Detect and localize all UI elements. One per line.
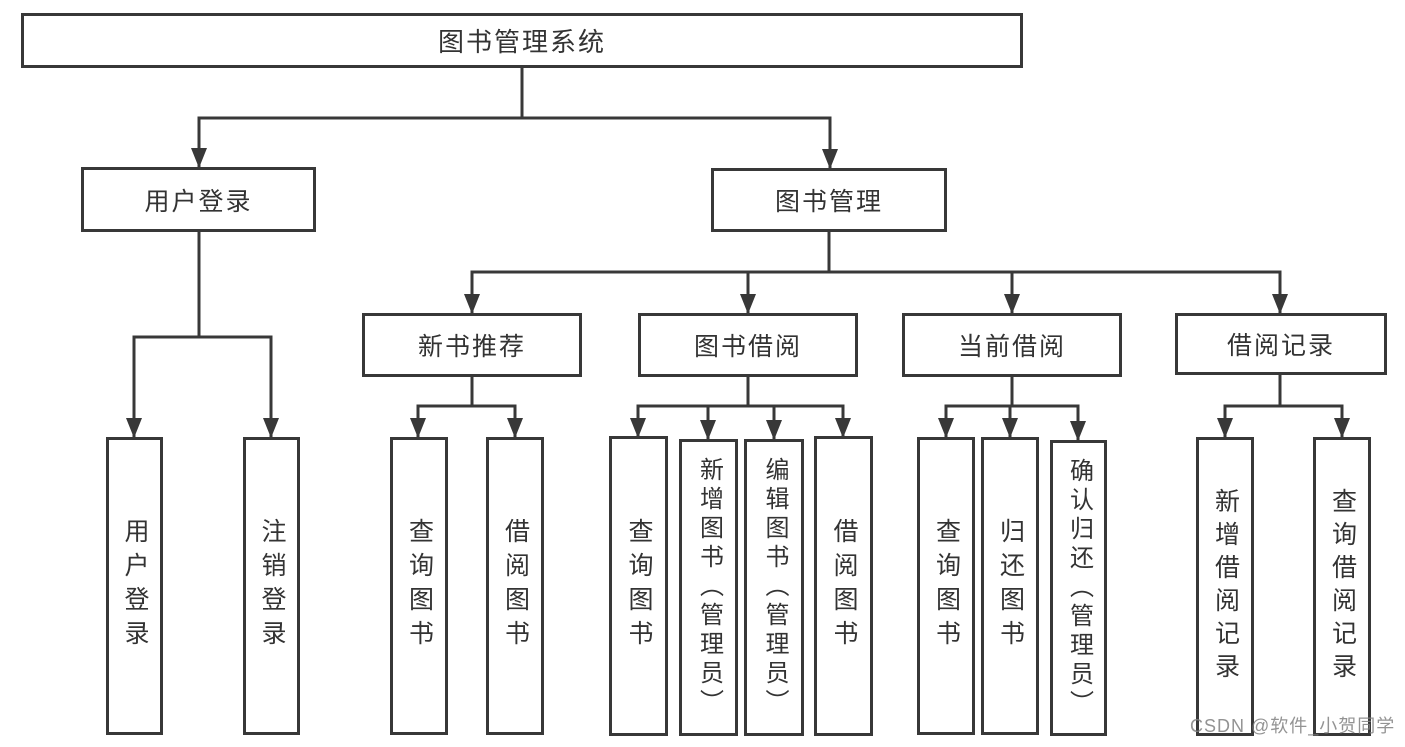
leaf-query-book-recommend-label: 查询图书	[405, 518, 434, 654]
leaf-query-book-borrow-label: 查询图书	[625, 518, 653, 654]
node-borrow-records: 借阅记录	[1175, 313, 1387, 375]
leaf-return-book: 归还图书	[981, 437, 1039, 735]
node-book-manage: 图书管理	[711, 168, 947, 232]
watermark: CSDN @软件_小贺同学	[1190, 716, 1396, 736]
connector-borrow-records	[1217, 374, 1350, 438]
leaf-query-book-borrow: 查询图书	[609, 436, 668, 736]
connector-book-borrow	[630, 376, 851, 440]
leaf-borrow-book-borrow-label: 借阅图书	[830, 518, 858, 654]
node-current-borrow: 当前借阅	[902, 313, 1122, 377]
leaf-add-book-admin: 新增图书（管理员）	[679, 439, 738, 736]
connector-new-book-recommend	[410, 376, 523, 438]
leaf-query-book-current-label: 查询图书	[932, 518, 961, 654]
connector-root	[191, 68, 838, 169]
leaf-user-login: 用户登录	[106, 437, 163, 735]
leaf-borrow-book-recommend: 借阅图书	[486, 437, 544, 735]
leaf-query-book-current: 查询图书	[917, 437, 975, 735]
leaf-query-borrow-record-label: 查询借阅记录	[1328, 487, 1357, 686]
leaf-edit-book-admin: 编辑图书（管理员）	[744, 439, 804, 736]
leaf-add-borrow-record: 新增借阅记录	[1196, 437, 1254, 736]
connector-book-manage	[464, 231, 1288, 314]
leaf-query-book-recommend: 查询图书	[390, 437, 448, 735]
node-user-login: 用户登录	[81, 167, 316, 232]
leaf-return-book-label: 归还图书	[996, 518, 1025, 654]
node-book-borrow: 图书借阅	[638, 313, 858, 377]
node-root: 图书管理系统	[21, 13, 1023, 68]
leaf-edit-book-admin-label: 编辑图书（管理员）	[761, 457, 788, 718]
leaf-add-borrow-record-label: 新增借阅记录	[1211, 487, 1240, 686]
leaf-query-borrow-record: 查询借阅记录	[1313, 437, 1371, 736]
leaf-borrow-book-recommend-label: 借阅图书	[501, 518, 530, 654]
leaf-confirm-return-admin-label: 确认归还（管理员）	[1065, 457, 1093, 719]
leaf-logout-login: 注销登录	[243, 437, 300, 735]
leaf-logout-login-label: 注销登录	[258, 518, 286, 654]
connector-user-login	[126, 231, 279, 438]
leaf-add-book-admin-label: 新增图书（管理员）	[695, 457, 723, 718]
leaf-confirm-return-admin: 确认归还（管理员）	[1050, 440, 1107, 736]
leaf-borrow-book-borrow: 借阅图书	[814, 436, 873, 736]
connector-current-borrow	[938, 376, 1086, 441]
leaf-user-login-label: 用户登录	[121, 518, 149, 654]
node-new-book-recommend: 新书推荐	[362, 313, 582, 377]
